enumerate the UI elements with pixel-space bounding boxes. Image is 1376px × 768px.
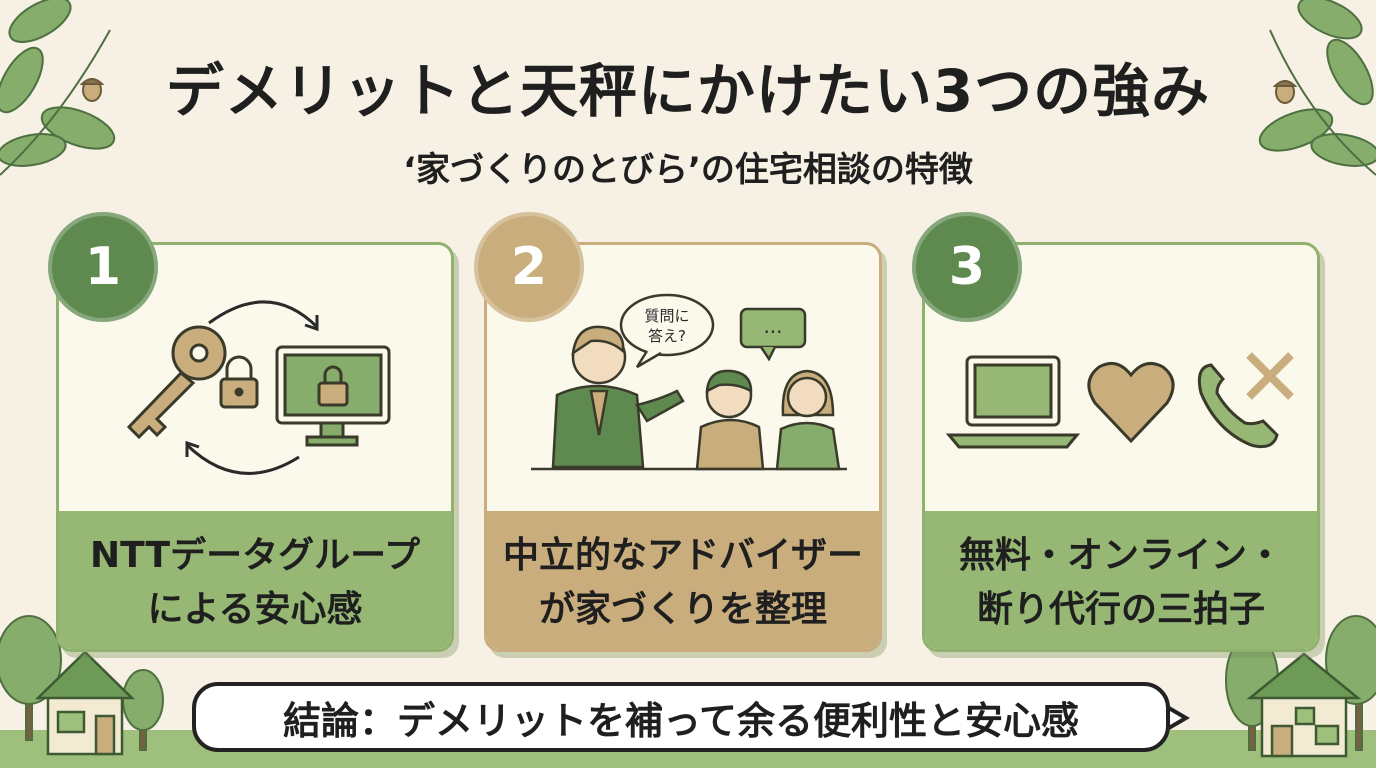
acorn-icon xyxy=(1272,80,1298,104)
computer-monitor-icon xyxy=(275,345,391,447)
feature-card-3: 無料・オンライン・ 断り代行の三拍子 xyxy=(922,242,1320,652)
key-icon xyxy=(126,325,227,440)
card-illustration xyxy=(59,245,451,511)
close-icon xyxy=(1246,352,1294,400)
client-man-icon xyxy=(695,369,765,471)
page-title: デメリットと天秤にかけたい3つの強み xyxy=(165,57,1211,125)
card-illustration xyxy=(925,245,1317,511)
speech-bubble-text: 質問に xyxy=(644,307,689,325)
leaf-branch-icon xyxy=(0,0,116,176)
card-caption: 中立的なアドバイザー が家づくりを整理 xyxy=(487,511,879,649)
cycle-arrow-icon xyxy=(185,300,319,475)
card-caption-line-2: 断り代行の三拍子 xyxy=(976,589,1265,630)
acorn-icon xyxy=(79,78,105,102)
card-caption-line-2: が家づくりを整理 xyxy=(538,589,827,630)
advisor-person-icon xyxy=(551,325,685,469)
card-illustration: 質問に 答え? ... xyxy=(487,245,879,511)
card-caption-line-1: 中立的なアドバイザー xyxy=(502,535,863,576)
house-icon xyxy=(34,650,136,756)
step-number-badge: 2 xyxy=(474,212,584,322)
page-subtitle: ‘家づくりのとびら’の住宅相談の特徴 xyxy=(403,150,973,190)
step-number-badge: 3 xyxy=(912,212,1022,322)
heart-icon xyxy=(1087,361,1175,444)
card-caption: 無料・オンライン・ 断り代行の三拍子 xyxy=(925,511,1317,649)
card-caption-line-2: による安心感 xyxy=(147,589,363,630)
chat-bubble-icon: ... xyxy=(739,307,807,362)
house-icon xyxy=(1246,652,1362,758)
tree-icon xyxy=(1225,615,1376,751)
phone-icon xyxy=(1197,363,1279,449)
speech-bubble-icon: 質問に 答え? xyxy=(619,293,715,369)
speech-bubble-text: 答え? xyxy=(648,327,686,345)
feature-card-2: 質問に 答え? ... xyxy=(484,242,882,652)
leaf-branch-icon xyxy=(1258,0,1376,176)
client-woman-icon xyxy=(775,369,841,471)
padlock-icon xyxy=(219,355,259,409)
conclusion-banner: 結論：デメリットを補って余る便利性と安心感 xyxy=(192,682,1170,752)
laptop-icon xyxy=(945,355,1081,449)
step-number-badge: 1 xyxy=(48,212,158,322)
card-caption: NTTデータグループ による安心感 xyxy=(59,511,451,649)
chat-bubble-dots: ... xyxy=(763,314,782,338)
tree-icon xyxy=(0,615,164,751)
card-caption-line-1: 無料・オンライン・ xyxy=(958,535,1283,576)
card-caption-line-1: NTTデータグループ xyxy=(90,535,420,576)
